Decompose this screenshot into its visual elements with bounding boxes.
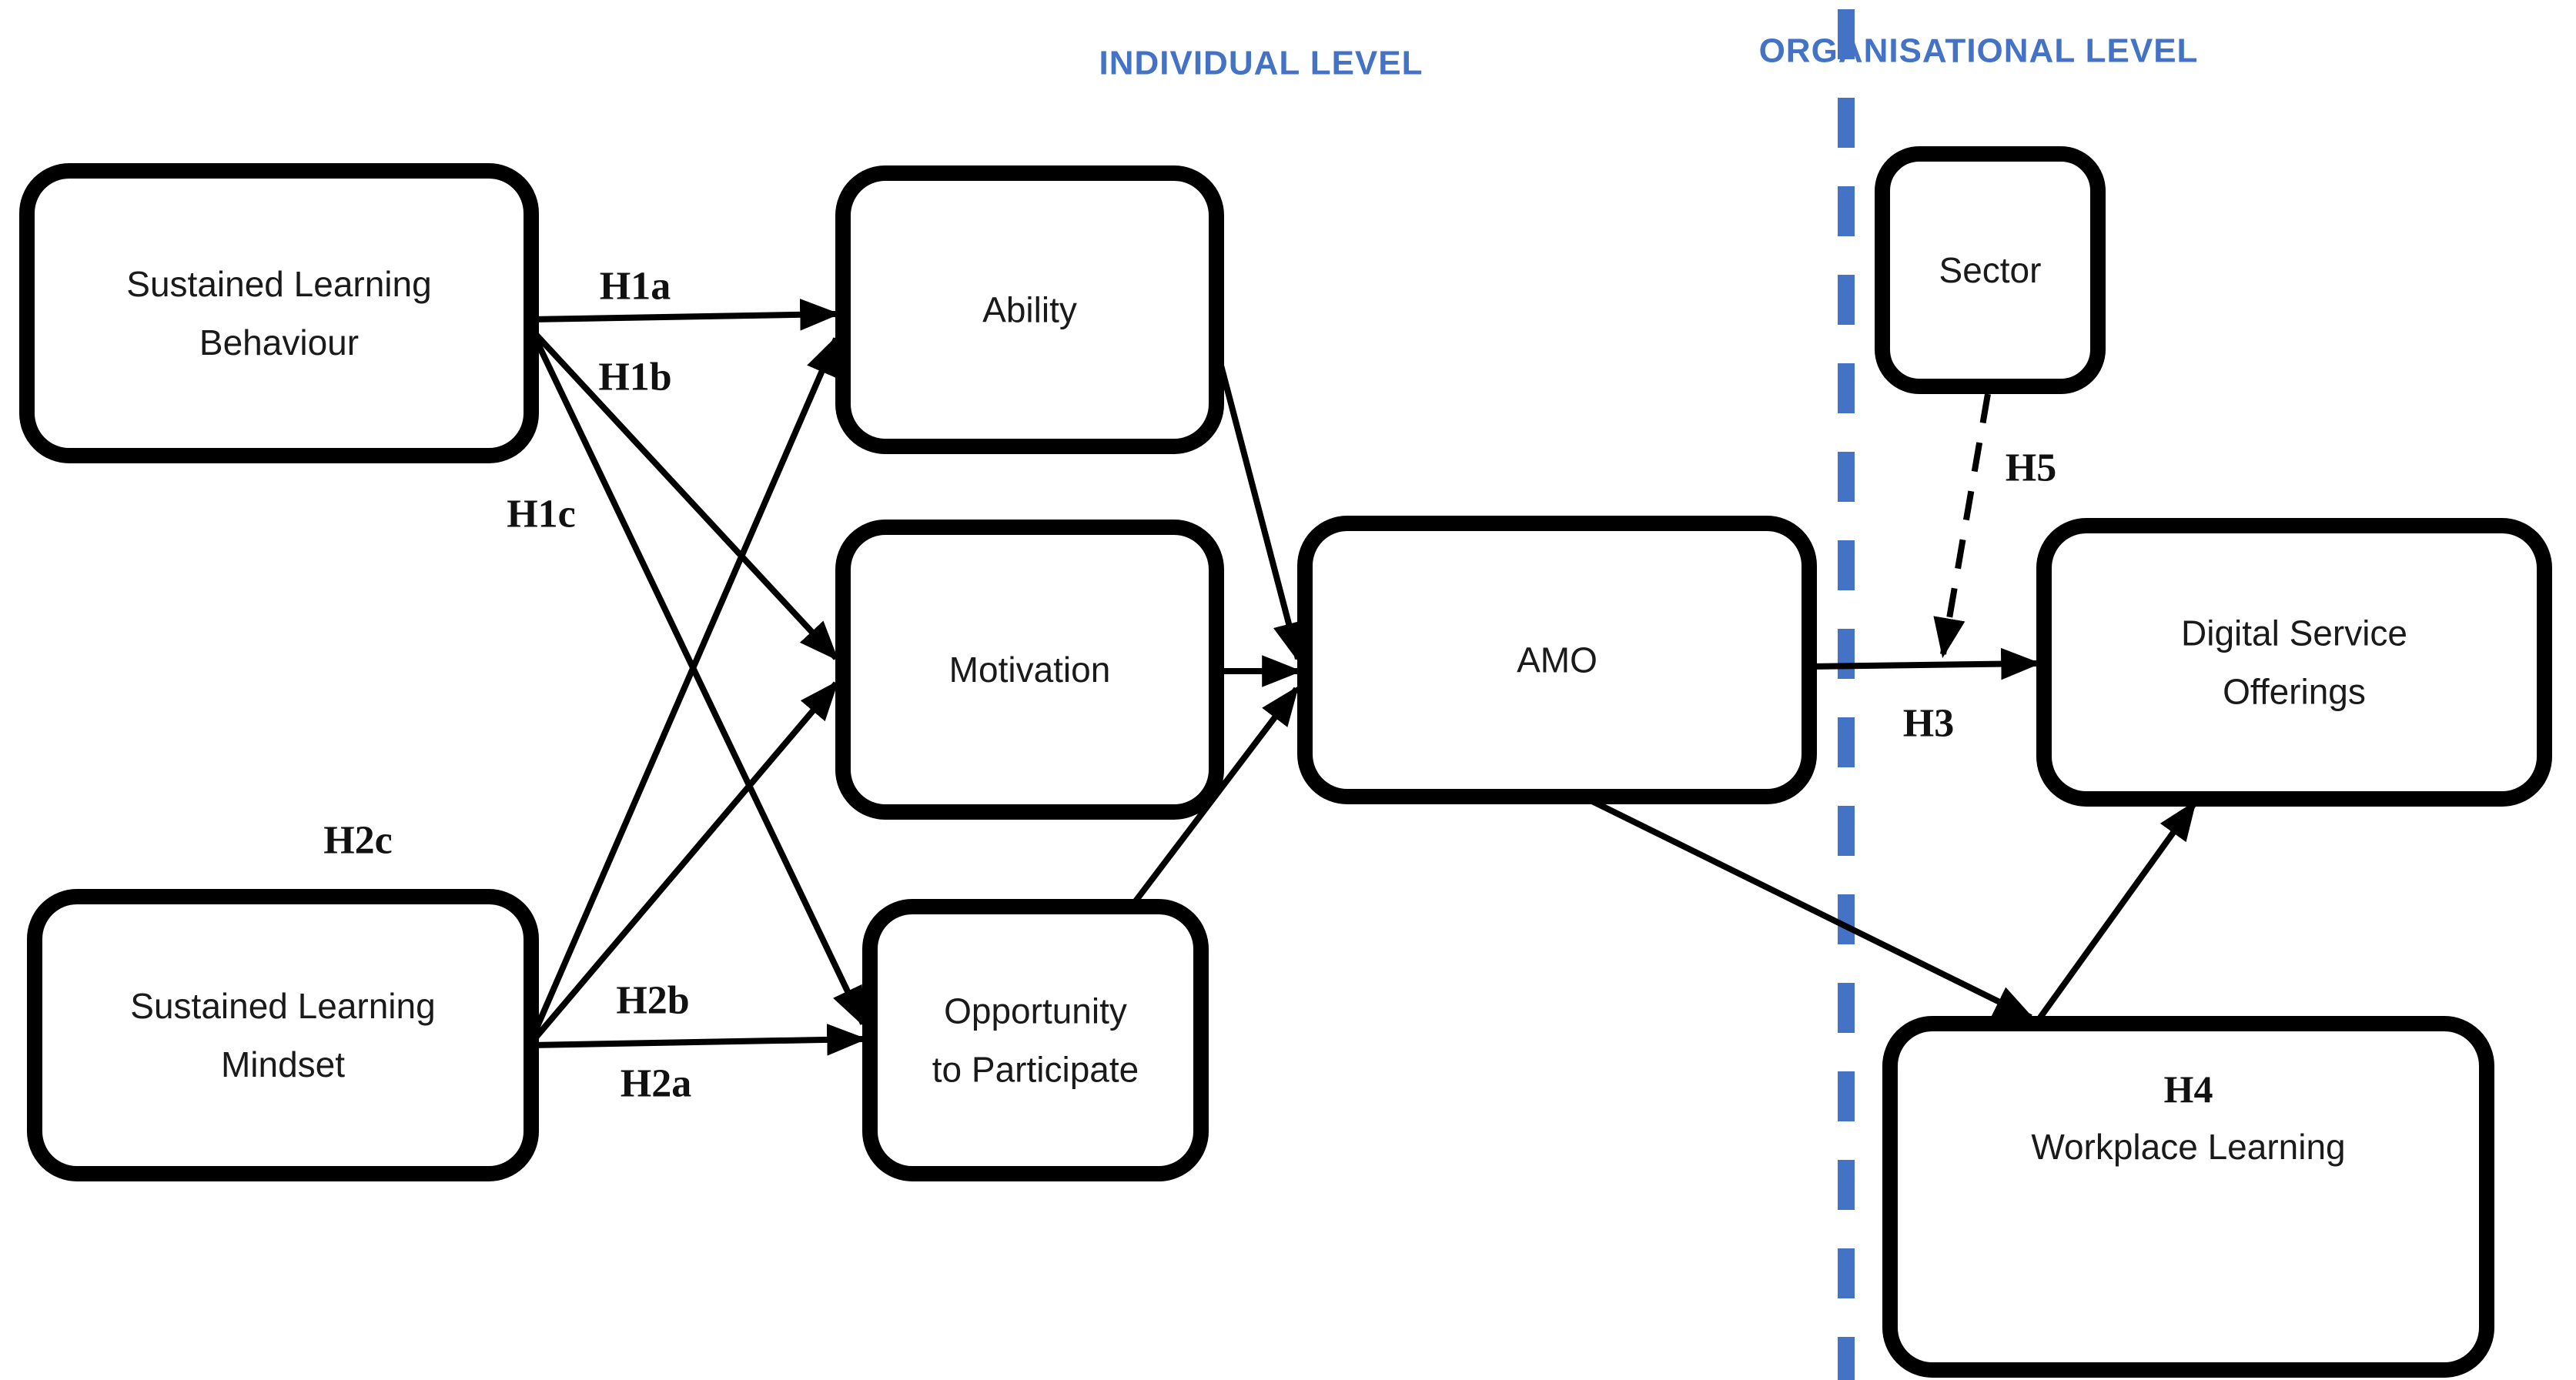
ability-box bbox=[835, 165, 1224, 454]
hypothesis-label-h2b: H2b bbox=[616, 979, 689, 1023]
hypothesis-label-h1c: H1c bbox=[507, 493, 576, 536]
node-motivation: Motivation bbox=[835, 520, 1224, 820]
sustained-learning-behaviour-label: Behaviour bbox=[199, 322, 359, 363]
h5-arrow bbox=[1933, 393, 1991, 659]
h2b-arrow bbox=[528, 680, 839, 1045]
hypothesis-label-h3: H3 bbox=[1903, 702, 1954, 746]
opportunity-to-participate-box bbox=[862, 899, 1209, 1181]
opportunity-to-participate-label: to Participate bbox=[932, 1050, 1139, 1090]
h3-arrow bbox=[1808, 647, 2042, 680]
hypothesis-label-h5: H5 bbox=[2006, 446, 2056, 490]
h1a-arrow bbox=[530, 299, 841, 331]
level-headers-group: INDIVIDUAL LEVEL ORGANISATIONAL LEVEL bbox=[1099, 32, 2199, 82]
sustained-learning-behaviour-label: Sustained Learning bbox=[126, 264, 431, 304]
ability-label: Ability bbox=[982, 290, 1077, 330]
workplace-learning-tag: H4 bbox=[2164, 1068, 2213, 1111]
node-amo: AMO bbox=[1297, 516, 1817, 804]
sustained-learning-mindset-label: Mindset bbox=[221, 1044, 345, 1084]
h2a-arrow bbox=[530, 1024, 868, 1056]
sector-label: Sector bbox=[1939, 250, 2042, 290]
level-header-organisational-level: ORGANISATIONAL LEVEL bbox=[1759, 32, 2199, 70]
workplace-to-dso-arrow bbox=[2037, 800, 2197, 1020]
h2c-arrow bbox=[528, 335, 839, 1042]
amo-to-workplace-arrow bbox=[1586, 796, 2035, 1021]
hypothesis-label-h2a: H2a bbox=[621, 1062, 691, 1106]
amo-label: AMO bbox=[1517, 640, 1597, 680]
sustained-learning-behaviour-box bbox=[19, 163, 539, 463]
h1b-arrow bbox=[529, 327, 839, 661]
motivation-label: Motivation bbox=[949, 650, 1111, 690]
sector-box bbox=[1875, 146, 2106, 394]
workplace-learning-label: Workplace Learning bbox=[2031, 1127, 2345, 1167]
h1c-arrow bbox=[528, 328, 866, 1027]
ability-to-amo-arrow bbox=[1213, 346, 1305, 663]
sustained-learning-mindset-label: Sustained Learning bbox=[130, 986, 435, 1026]
digital-service-offerings-box bbox=[2036, 518, 2552, 807]
motivation-box bbox=[835, 520, 1224, 820]
digital-service-offerings-label: Digital Service bbox=[2181, 613, 2407, 653]
amo-box bbox=[1297, 516, 1817, 804]
sustained-learning-mindset-box bbox=[27, 889, 539, 1181]
hypothesis-label-h1a: H1a bbox=[600, 265, 671, 309]
level-header-individual-level: INDIVIDUAL LEVEL bbox=[1099, 45, 1423, 82]
edges-group bbox=[528, 299, 2197, 1056]
node-opportunity-to-participate: Opportunity to Participate bbox=[862, 899, 1209, 1181]
hypothesis-label-h1b: H1b bbox=[598, 356, 671, 399]
hypothesis-label-h2c: H2c bbox=[323, 819, 393, 863]
digital-service-offerings-label: Offerings bbox=[2223, 672, 2366, 712]
workplace-learning-box bbox=[1882, 1016, 2494, 1378]
node-sector: Sector bbox=[1875, 146, 2106, 394]
node-ability: Ability bbox=[835, 165, 1224, 454]
opportunity-to-participate-label: Opportunity bbox=[944, 991, 1127, 1031]
